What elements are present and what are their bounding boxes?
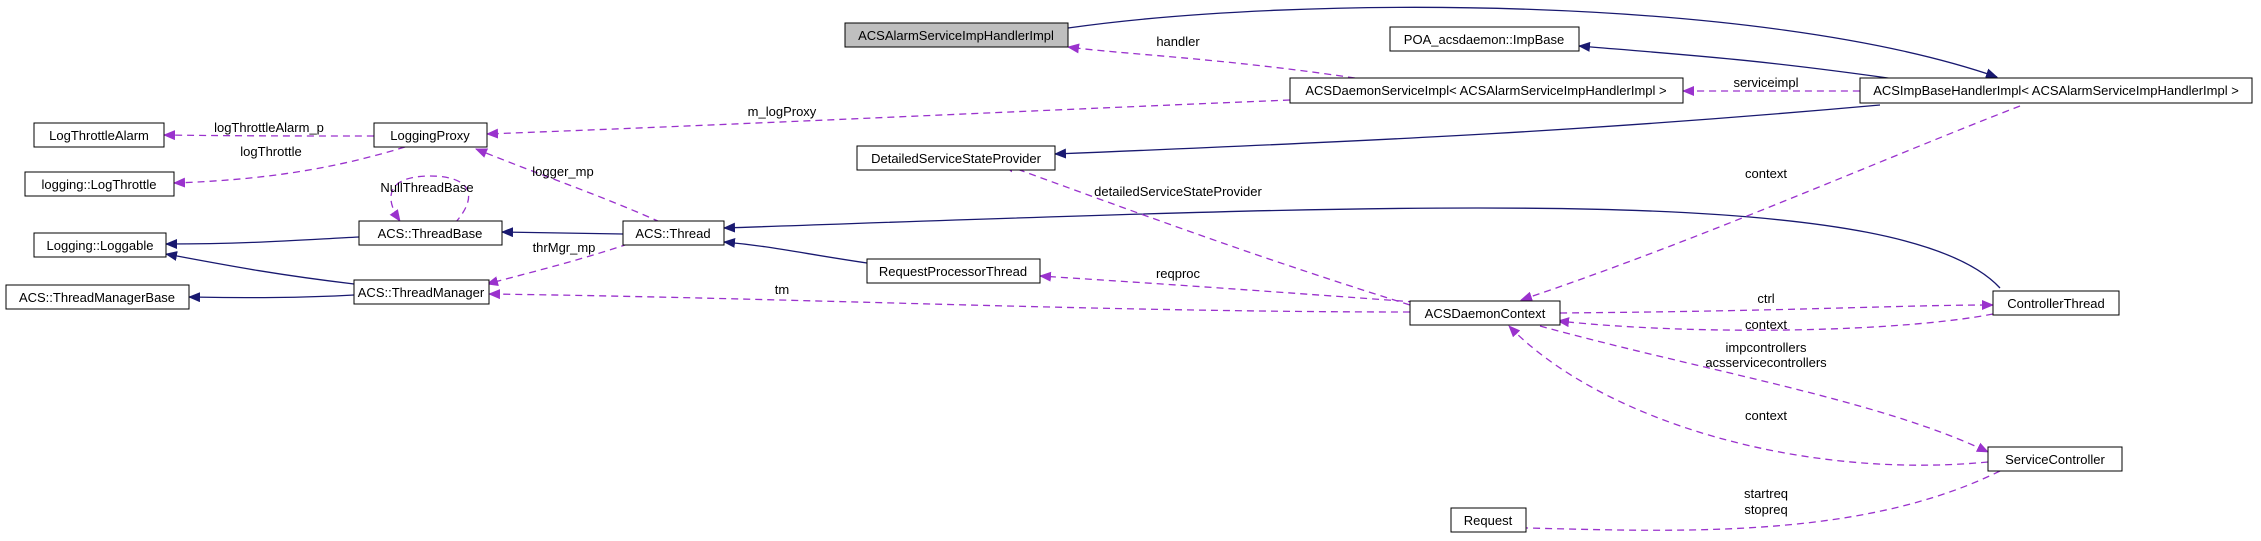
- node-label: DetailedServiceStateProvider: [871, 151, 1041, 166]
- label-detailed-service-state-provider: detailedServiceStateProvider: [1094, 184, 1262, 199]
- node-label: ACSDaemonServiceImpl< ACSAlarmServiceImp…: [1305, 83, 1666, 98]
- node-acs-daemon-service-impl[interactable]: ACSDaemonServiceImpl< ACSAlarmServiceImp…: [1289, 77, 1684, 104]
- edge-context-top: [1520, 105, 2021, 302]
- node-acs-imp-base-handler-impl[interactable]: ACSImpBaseHandlerImpl< ACSAlarmServiceIm…: [1859, 77, 2253, 104]
- edge-thread-to-thread-base: [501, 227, 624, 238]
- label-impcontrollers: impcontrollers: [1726, 340, 1807, 355]
- label-handler: handler: [1156, 34, 1200, 49]
- label-acsservicecontrollers: acsservicecontrollers: [1705, 355, 1827, 370]
- edge-logger-mp: [475, 148, 661, 223]
- node-detailed-service-state-provider[interactable]: DetailedServiceStateProvider: [856, 145, 1056, 171]
- edge-m-log-proxy: [486, 99, 1291, 139]
- label-startreq: startreq: [1744, 486, 1788, 501]
- node-acs-thread-manager-base[interactable]: ACS::ThreadManagerBase: [5, 284, 190, 310]
- node-request[interactable]: Request: [1450, 507, 1527, 533]
- label-log-throttle: logThrottle: [240, 144, 301, 159]
- label-context-ctrl: context: [1745, 317, 1787, 332]
- label-context-top: context: [1745, 166, 1787, 181]
- node-acs-thread-base[interactable]: ACS::ThreadBase: [358, 220, 503, 246]
- node-label: LogThrottleAlarm: [49, 128, 149, 143]
- label-m-log-proxy: m_logProxy: [748, 104, 817, 119]
- node-label: ACSAlarmServiceImpHandlerImpl: [858, 28, 1054, 43]
- edge-thr-mgr-mp: [486, 243, 629, 287]
- edge-log-throttle: [173, 146, 406, 188]
- edge-detailed-service-state-provider: [1002, 163, 1411, 306]
- node-label: POA_acsdaemon::ImpBase: [1404, 32, 1564, 47]
- nodes: ACSAlarmServiceImpHandlerImpl POA_acsdae…: [5, 22, 2253, 533]
- node-acs-thread-manager[interactable]: ACS::ThreadManager: [353, 279, 490, 305]
- edge-context-ctrl: [1557, 313, 1994, 331]
- node-label: ACS::ThreadBase: [378, 226, 483, 241]
- edge-imp-handler-to-imp-base-handler: [1067, 6, 1998, 79]
- edge-log-throttle-alarm-p: [163, 130, 375, 141]
- label-stopreq: stopreq: [1744, 502, 1787, 517]
- label-log-throttle-alarm-p: logThrottleAlarm_p: [214, 120, 324, 135]
- node-logging-loggable[interactable]: Logging::Loggable: [33, 232, 167, 258]
- edge-context-service: [1508, 325, 1989, 466]
- edge-handler: [1067, 43, 1356, 79]
- edge-labels: handler serviceimpl m_logProxy logThrott…: [214, 34, 1827, 517]
- edge-controller-thread-to-thread: [723, 207, 2001, 289]
- node-acs-alarm-service-imp-handler-impl[interactable]: ACSAlarmServiceImpHandlerImpl: [844, 22, 1069, 48]
- label-context-service: context: [1745, 408, 1787, 423]
- edge-thread-manager-to-manager-base: [188, 292, 355, 303]
- node-logging-log-throttle[interactable]: logging::LogThrottle: [24, 171, 175, 197]
- label-ctrl: ctrl: [1757, 291, 1774, 306]
- edge-tm: [488, 289, 1411, 313]
- node-request-processor-thread[interactable]: RequestProcessorThread: [866, 258, 1041, 284]
- label-reqproc: reqproc: [1156, 266, 1201, 281]
- edge-thread-base-to-loggable: [165, 236, 360, 249]
- node-label: ACS::ThreadManagerBase: [19, 290, 175, 305]
- node-service-controller[interactable]: ServiceController: [1987, 446, 2123, 472]
- edge-ctrl: [1559, 300, 1994, 314]
- edge-null-thread-base: [389, 175, 470, 224]
- edges: [163, 6, 2021, 533]
- node-label: ACSDaemonContext: [1425, 306, 1546, 321]
- node-label: ACS::ThreadManager: [358, 285, 485, 300]
- edge-request-processor-to-thread: [723, 237, 868, 264]
- node-label: ACSImpBaseHandlerImpl< ACSAlarmServiceIm…: [1873, 83, 2239, 98]
- edge-impcontrollers: [1539, 325, 1989, 453]
- node-label: RequestProcessorThread: [879, 264, 1027, 279]
- label-null-thread-base: NullThreadBase: [380, 180, 473, 195]
- label-logger-mp: logger_mp: [532, 164, 593, 179]
- edge-imp-base-handler-to-poa-impbase: [1578, 41, 1896, 80]
- node-label: ControllerThread: [2007, 296, 2105, 311]
- edge-reqproc: [1039, 271, 1416, 303]
- node-poa-acsdaemon-impbase[interactable]: POA_acsdaemon::ImpBase: [1389, 26, 1580, 52]
- node-label: Request: [1464, 513, 1513, 528]
- label-thr-mgr-mp: thrMgr_mp: [533, 240, 596, 255]
- node-logging-proxy[interactable]: LoggingProxy: [373, 122, 488, 148]
- node-label: LoggingProxy: [390, 128, 470, 143]
- node-log-throttle-alarm[interactable]: LogThrottleAlarm: [33, 122, 165, 148]
- edge-imp-base-handler-to-detailed-provider: [1054, 104, 1881, 159]
- node-label: Logging::Loggable: [47, 238, 154, 253]
- node-controller-thread[interactable]: ControllerThread: [1992, 290, 2120, 316]
- node-acs-thread[interactable]: ACS::Thread: [622, 220, 725, 246]
- node-label: ACS::Thread: [635, 226, 710, 241]
- label-serviceimpl: serviceimpl: [1733, 75, 1798, 90]
- label-tm: tm: [775, 282, 789, 297]
- node-label: logging::LogThrottle: [42, 177, 157, 192]
- edge-startreq-stopreq: [1483, 470, 2001, 533]
- node-label: ServiceController: [2005, 452, 2105, 467]
- node-acs-daemon-context[interactable]: ACSDaemonContext: [1409, 300, 1561, 326]
- edge-thread-manager-to-loggable: [165, 251, 355, 285]
